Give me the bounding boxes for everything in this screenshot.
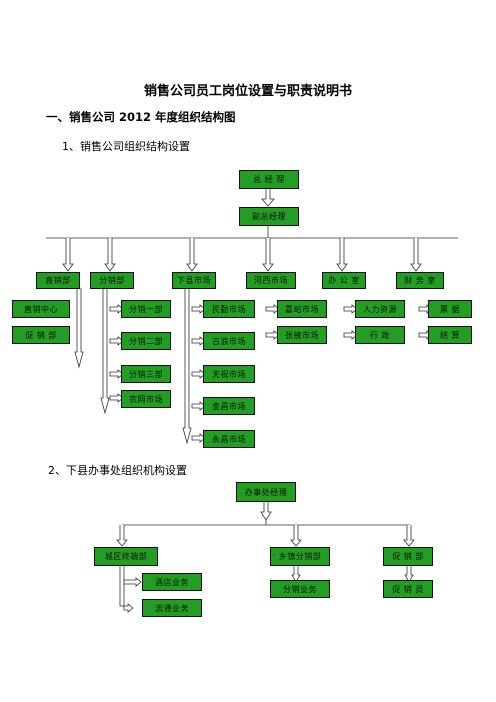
document-title: 销售公司员工岗位设置与职责说明书 xyxy=(143,84,352,99)
subheading-county-office-structure: 2、下县办事处组织机构设置 xyxy=(48,464,187,477)
box-distribution-unit-1: 分销一部 xyxy=(121,300,171,318)
box-office: 办 公 室 xyxy=(322,272,366,289)
box-tianzhu-market: 天祝市场 xyxy=(203,365,255,383)
box-township-distribution-dept: 乡镇分销部 xyxy=(270,547,330,566)
box-promotion-dept: 促 销 部 xyxy=(12,326,70,344)
box-distribution-unit-2: 分销二部 xyxy=(121,332,171,350)
box-circulation-business: 流通业务 xyxy=(142,599,202,617)
box-zhangye-market: 张掖市场 xyxy=(277,326,327,344)
box-promotion-dept-county: 促 销 部 xyxy=(383,547,433,566)
section-heading-org-chart: 一、销售公司 2012 年度组织结构图 xyxy=(46,110,236,124)
box-jiayu-market: 嘉峪市场 xyxy=(277,300,327,318)
box-jinchang-market: 金昌市场 xyxy=(203,397,255,415)
box-distribution-dept: 分销部 xyxy=(90,272,134,289)
subheading-company-structure: 1、销售公司组织结构设置 xyxy=(62,140,190,153)
box-minqin-market: 民勤市场 xyxy=(203,300,255,318)
box-office-manager: 办事处经理 xyxy=(236,482,296,502)
box-settlement: 结 算 xyxy=(428,326,472,344)
box-county-market: 下县市场 xyxy=(172,272,216,289)
box-human-resources: 人力资源 xyxy=(355,300,405,318)
box-rural-network-market: 农网市场 xyxy=(121,390,171,408)
box-yongchang-market: 永昌市场 xyxy=(203,430,255,448)
box-direct-sales-dept: 直销部 xyxy=(36,272,80,289)
box-direct-sales-center: 直销中心 xyxy=(12,300,70,318)
box-invoices: 票 据 xyxy=(428,300,472,318)
box-hexi-market: 河西市场 xyxy=(246,272,296,289)
box-general-manager: 总 经 理 xyxy=(239,170,299,189)
box-finance-office: 财 务 室 xyxy=(396,272,444,289)
box-gulang-market: 古浪市场 xyxy=(203,332,255,350)
box-deputy-general-manager: 副总经理 xyxy=(239,207,299,226)
box-administration: 行 政 xyxy=(355,326,405,344)
box-distribution-unit-3: 分销三部 xyxy=(121,365,171,383)
box-urban-terminal-dept: 城区终端部 xyxy=(94,547,158,566)
box-distribution-business: 分销业务 xyxy=(270,580,330,598)
box-hotel-business: 酒店业务 xyxy=(142,573,202,591)
box-promoter: 促 销 员 xyxy=(383,580,433,598)
